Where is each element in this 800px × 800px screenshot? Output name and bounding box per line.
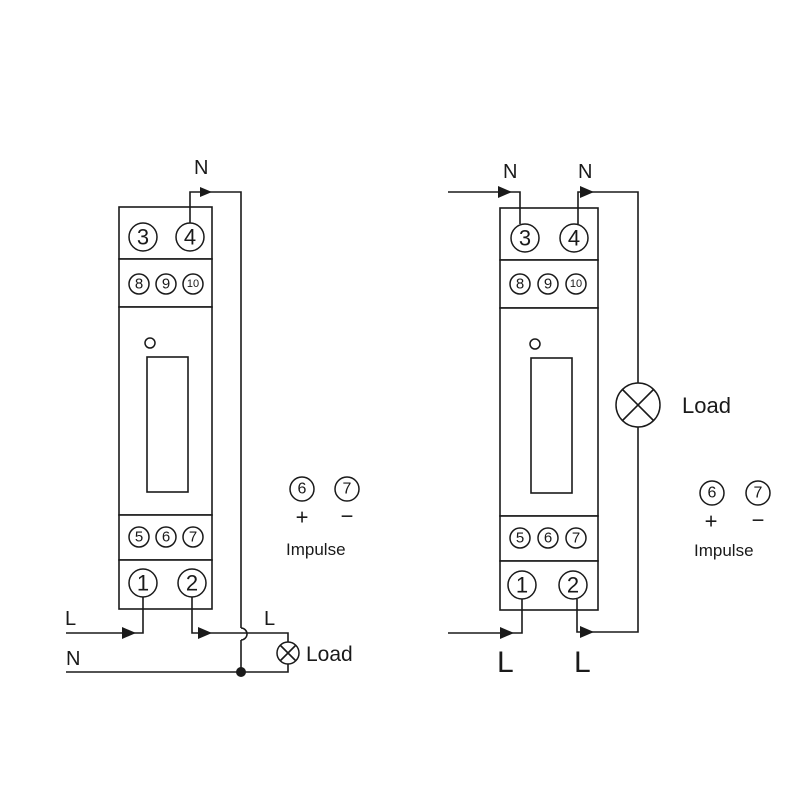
- left-meter: 3 4 8 9 10 5 6 7 1 2: [118, 206, 213, 610]
- right-terminal-5-label: 5: [516, 530, 524, 547]
- left-led-indicator: [144, 337, 156, 349]
- right-terminal-8-label: 8: [516, 276, 524, 293]
- right-label-n-out: N: [578, 161, 592, 183]
- left-wire-crossover: [240, 627, 248, 641]
- right-lamp-icon: [615, 382, 661, 428]
- left-neutral-wire: [189, 191, 242, 628]
- left-impulse-6-label: 6: [298, 481, 307, 498]
- left-terminal-6: [155, 526, 177, 548]
- right-arrow-n-in: [498, 186, 512, 198]
- right-terminal-10: [565, 273, 587, 295]
- right-terminal-7: [565, 527, 587, 549]
- left-label-l-out: L: [264, 608, 275, 630]
- right-display-window: [530, 357, 573, 494]
- left-impulse-label: Impulse: [286, 540, 346, 559]
- right-impulse-6: [699, 480, 725, 506]
- right-terminal-4-label: 4: [568, 226, 580, 251]
- right-wiring: [448, 186, 661, 639]
- right-impulse-plus: +: [705, 509, 718, 534]
- left-terminal-5: [128, 526, 150, 548]
- right-terminal-3-label: 3: [519, 226, 531, 251]
- left-terminal-1-label: 1: [137, 571, 149, 596]
- right-terminal-8: [509, 273, 531, 295]
- left-impulse-7-label: 7: [343, 481, 352, 498]
- left-wiring: [66, 187, 300, 677]
- right-arrow-l-out: [580, 626, 594, 638]
- left-label-n-in: N: [66, 648, 80, 670]
- right-neutral-in-wire: [448, 191, 521, 224]
- right-impulse-7: [745, 480, 771, 506]
- right-impulse-legend: 6 7 + − Impulse: [694, 480, 771, 560]
- right-impulse-label: Impulse: [694, 541, 754, 560]
- left-impulse-plus: +: [296, 505, 309, 530]
- left-terminal-10-label: 10: [187, 278, 199, 290]
- right-impulse-minus: −: [752, 508, 765, 533]
- right-label-n-in: N: [503, 161, 517, 183]
- left-terminal-5-label: 5: [135, 529, 143, 546]
- left-terminal-4-label: 4: [184, 225, 196, 250]
- left-terminal-9: [155, 273, 177, 295]
- right-line-in-wire: [448, 599, 523, 634]
- left-lamp-icon: [276, 641, 300, 665]
- left-neutral-in-wire: [66, 664, 289, 673]
- left-terminal-7: [182, 526, 204, 548]
- left-terminal-3: [128, 222, 158, 252]
- right-impulse-7-label: 7: [754, 485, 763, 502]
- left-arrow-l-in: [122, 627, 136, 639]
- left-terminal-9-label: 9: [162, 276, 170, 293]
- left-arrow-n-top: [200, 187, 212, 197]
- right-arrow-n-out: [580, 186, 594, 198]
- left-display-window: [146, 356, 189, 493]
- left-load-label: Load: [306, 643, 353, 666]
- right-neutral-out-wire: [577, 191, 639, 383]
- right-meter: 3 4 8 9 10 5 6 7 1 2: [499, 207, 599, 611]
- left-terminal-8-label: 8: [135, 276, 143, 293]
- left-label-n-top: N: [194, 157, 208, 179]
- left-arrow-l-out: [198, 627, 212, 639]
- left-junction-dot: [236, 667, 246, 677]
- left-terminal-10: [182, 273, 204, 295]
- right-terminal-6: [537, 527, 559, 549]
- left-line-in-wire: [66, 597, 144, 634]
- left-impulse-6: [289, 476, 315, 502]
- right-impulse-6-label: 6: [708, 485, 717, 502]
- right-terminal-5: [509, 527, 531, 549]
- right-terminal-7-label: 7: [572, 530, 580, 547]
- right-load-label: Load: [682, 393, 731, 418]
- left-impulse-legend: 6 7 + − Impulse: [286, 476, 360, 559]
- left-impulse-minus: −: [341, 504, 354, 529]
- left-line-out-wire: [191, 597, 289, 642]
- right-terminal-9-label: 9: [544, 276, 552, 293]
- left-terminal-6-label: 6: [162, 529, 170, 546]
- right-label-l-out: L: [574, 646, 591, 679]
- right-terminal-3: [510, 223, 540, 253]
- right-arrow-l-in: [500, 627, 514, 639]
- left-terminal-3-label: 3: [137, 225, 149, 250]
- left-terminal-7-label: 7: [189, 529, 197, 546]
- left-impulse-7: [334, 476, 360, 502]
- right-terminal-6-label: 6: [544, 530, 552, 547]
- left-terminal-8: [128, 273, 150, 295]
- right-terminal-10-label: 10: [570, 278, 582, 290]
- left-label-l-in: L: [65, 608, 76, 630]
- right-terminal-4: [559, 223, 589, 253]
- right-terminal-1-label: 1: [516, 573, 528, 598]
- right-terminal-2-label: 2: [567, 573, 579, 598]
- right-label-l-in: L: [497, 646, 514, 679]
- right-terminal-2: [558, 570, 588, 600]
- right-led-indicator: [529, 338, 541, 350]
- right-terminal-9: [537, 273, 559, 295]
- right-load-return-wire: [576, 427, 639, 633]
- left-terminal-2-label: 2: [186, 571, 198, 596]
